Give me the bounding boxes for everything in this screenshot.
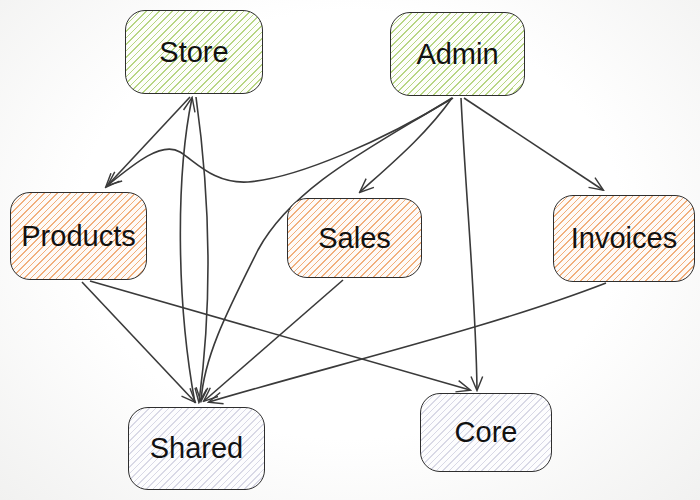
- node-products[interactable]: Products: [10, 192, 147, 280]
- node-products-label: Products: [21, 220, 135, 253]
- node-shared-label: Shared: [150, 432, 244, 465]
- edge-products-shared: [82, 282, 195, 402]
- node-admin[interactable]: Admin: [390, 12, 525, 96]
- node-sales-label: Sales: [318, 222, 391, 255]
- node-store[interactable]: Store: [125, 10, 263, 94]
- node-invoices-label: Invoices: [571, 222, 677, 255]
- edge-invoices-shared: [209, 283, 606, 402]
- node-admin-label: Admin: [416, 38, 498, 71]
- edge-store-shared: [196, 97, 208, 402]
- node-core-label: Core: [455, 416, 518, 449]
- edge-admin-core: [461, 98, 477, 390]
- node-sales[interactable]: Sales: [287, 198, 422, 278]
- edge-shared-store: [180, 98, 195, 403]
- node-store-label: Store: [159, 36, 228, 69]
- edge-admin-invoices: [464, 98, 603, 190]
- edge-admin-products: [108, 98, 453, 185]
- edge-store-products: [106, 97, 190, 187]
- node-core[interactable]: Core: [420, 393, 552, 472]
- node-invoices[interactable]: Invoices: [553, 195, 695, 282]
- node-shared[interactable]: Shared: [128, 407, 265, 490]
